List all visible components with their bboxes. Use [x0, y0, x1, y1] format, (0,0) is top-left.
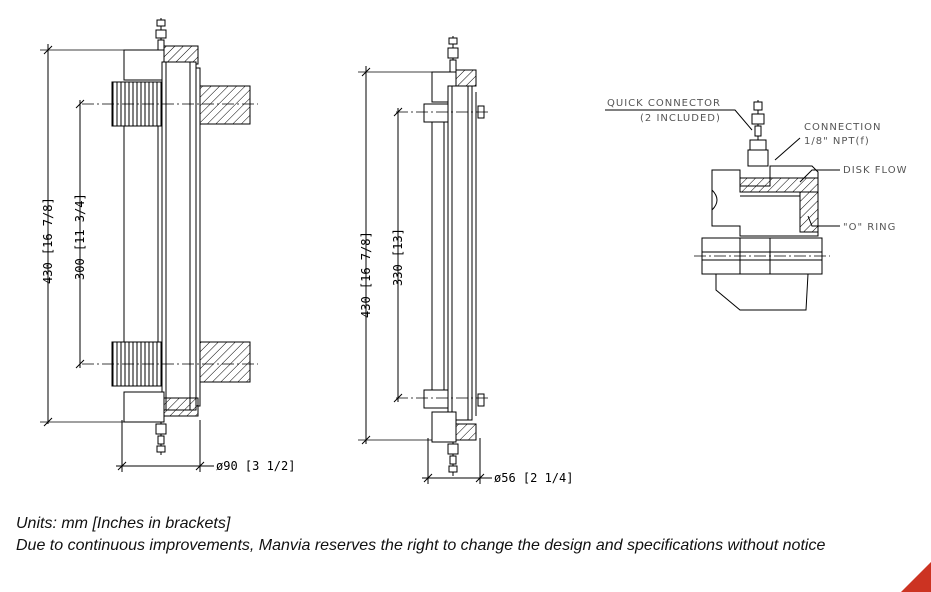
- middle-inner-dimension: 330 [13]: [391, 228, 405, 286]
- disclaimer-note: Due to continuous improvements, Manvia r…: [16, 537, 826, 554]
- left-inner-dimension: 300 [11 3/4]: [73, 193, 87, 280]
- label-connection: CONNECTION: [804, 122, 882, 133]
- label-quick-connector-note: (2 INCLUDED): [640, 113, 721, 124]
- notes: Units: mm [Inches in brackets] Due to co…: [16, 513, 921, 557]
- units-note: Units: mm [Inches in brackets]: [16, 515, 231, 532]
- label-disk-flow: DISK FLOW: [843, 165, 907, 176]
- label-connection-spec: 1/8" NPT(f): [804, 136, 870, 147]
- label-quick-connector: QUICK CONNECTOR: [607, 98, 721, 109]
- corner-accent: [901, 562, 931, 592]
- middle-diameter-dimension: ø56 [2 1/4]: [494, 471, 573, 485]
- connector-detail-view: [605, 100, 840, 311]
- left-overall-dimension: 430 [16 7/8]: [41, 197, 55, 284]
- technical-drawing: 430 [16 7/8] 300 [11 3/4] ø90 [3 1/2]: [40, 18, 907, 485]
- middle-overall-dimension: 430 [16 7/8]: [359, 231, 373, 318]
- left-diameter-dimension: ø90 [3 1/2]: [216, 459, 295, 473]
- middle-flowmeter-view: [358, 36, 492, 484]
- label-o-ring: "O" RING: [843, 222, 896, 233]
- left-flowmeter-view: [40, 18, 258, 472]
